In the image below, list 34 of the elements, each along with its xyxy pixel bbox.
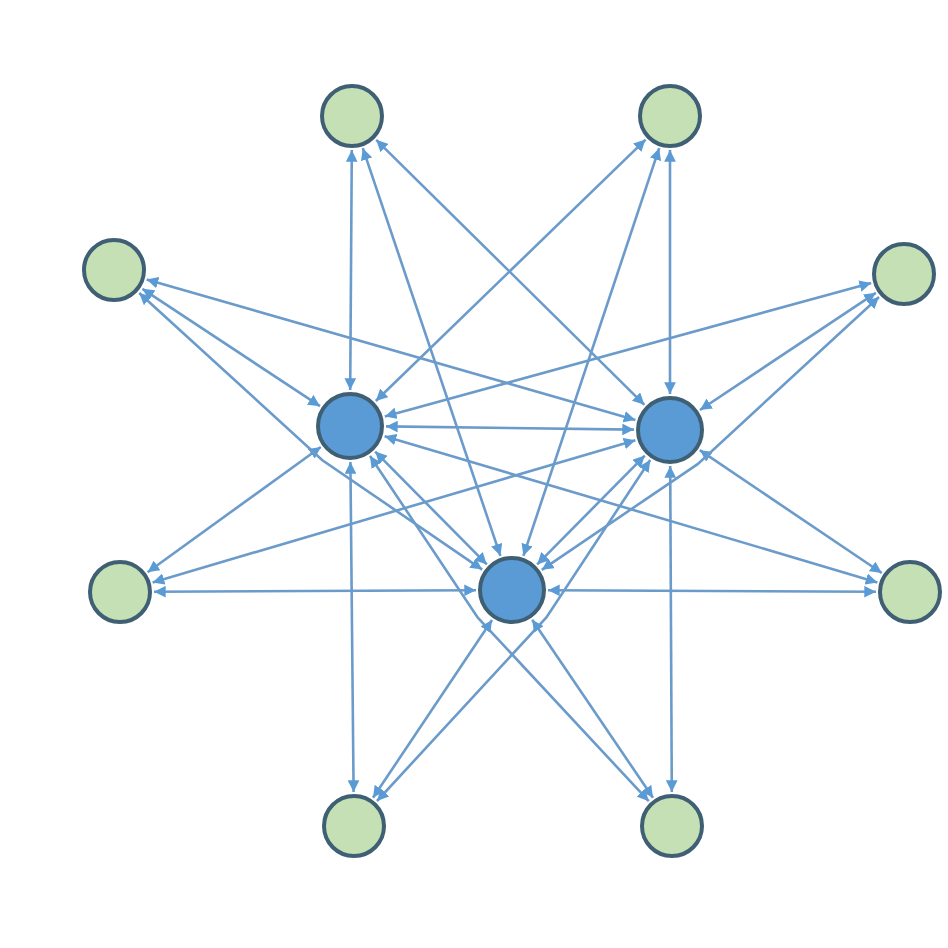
arrow [146, 445, 322, 574]
arrow [152, 437, 636, 585]
arrow [536, 454, 646, 566]
hub-circle [316, 392, 384, 460]
arrow [664, 150, 676, 394]
arrow [521, 147, 662, 557]
outer-circle [640, 794, 704, 858]
arrow [361, 147, 503, 557]
outer-circle [878, 560, 942, 624]
arrow [374, 450, 488, 566]
arrow [384, 280, 872, 419]
arrow [531, 619, 655, 799]
outer-circle [638, 84, 702, 148]
arrow [146, 277, 636, 423]
arrow [386, 420, 634, 436]
outer-circle [322, 794, 386, 858]
outer-circle [82, 238, 146, 302]
arrow [141, 287, 321, 408]
arrow [138, 292, 483, 571]
outer-circle [872, 242, 936, 306]
outer-circle [88, 560, 152, 624]
arrow [344, 150, 358, 390]
hub-circle [636, 396, 704, 464]
arrow [699, 291, 877, 412]
arrow [548, 584, 876, 598]
arrow [664, 466, 678, 792]
arrow [371, 619, 494, 799]
outer-circle [320, 84, 384, 148]
arrow [541, 296, 880, 571]
arrow [344, 462, 360, 792]
arrow [699, 449, 883, 575]
arrow [154, 584, 476, 598]
hub-circle [478, 556, 546, 624]
arrow [384, 433, 878, 585]
